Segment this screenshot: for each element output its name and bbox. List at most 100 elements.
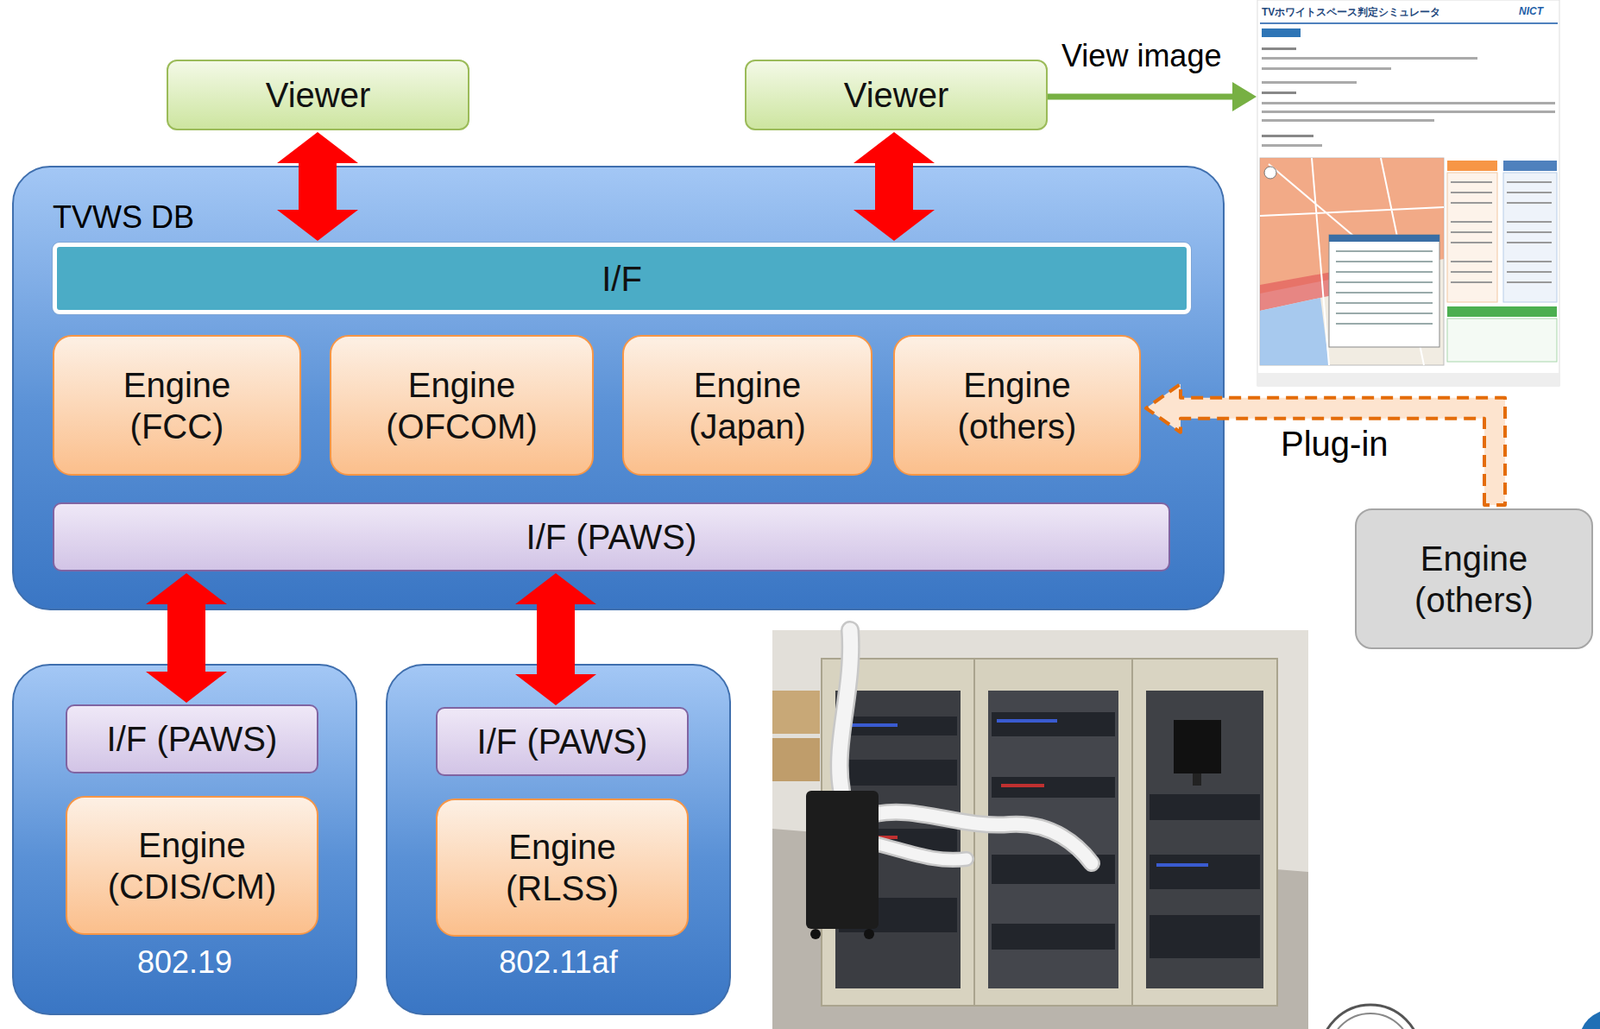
- paws-interface-bar: I/F (PAWS): [52, 502, 1171, 572]
- screenshot-title: TVホワイトスペース判定シミュレータ: [1261, 5, 1441, 20]
- illustration-part: [1450, 241, 1493, 244]
- footer: [1257, 372, 1560, 386]
- box-label: Engine (CDIS/CM): [99, 824, 285, 908]
- double-arrow: [145, 573, 227, 703]
- view-arrow-line: [1047, 94, 1235, 101]
- illustration-part: [991, 923, 1115, 950]
- plugin-arrow: [1146, 384, 1506, 505]
- illustration-part: [1450, 231, 1493, 234]
- text-line: [1261, 81, 1357, 84]
- status-lights: [845, 718, 1209, 867]
- map-control: [1264, 166, 1277, 179]
- illustration-part: [1506, 201, 1552, 204]
- illustration-part: [1450, 260, 1493, 263]
- panel-header: [1447, 306, 1557, 317]
- partner-logo: [1579, 1009, 1600, 1029]
- cardboard-box: [772, 737, 820, 782]
- double-arrow: [515, 573, 597, 706]
- illustration-part: [996, 718, 1058, 723]
- double-arrow: [853, 132, 935, 241]
- map-road: [1259, 157, 1444, 366]
- engine-box: Engine (CDIS/CM): [65, 795, 319, 935]
- illustration-part: [1335, 270, 1433, 273]
- system-container: 802.11af I/F (PAWS) Engine (RLSS): [385, 663, 731, 1015]
- illustration-part: [838, 716, 958, 736]
- paws-interface-box: I/F (PAWS): [65, 704, 319, 774]
- engine-box: Engine (Japan): [622, 334, 873, 476]
- illustration-part: [1156, 862, 1209, 867]
- box-label: I/F (PAWS): [107, 718, 278, 760]
- panel: [1503, 172, 1557, 303]
- monitor-stand: [1192, 773, 1202, 786]
- engine-box: Engine (FCC): [52, 334, 302, 476]
- box-label: Engine (RLSS): [469, 825, 656, 909]
- illustration-part: [1335, 291, 1433, 294]
- map: [1259, 157, 1444, 366]
- rack-interior: [1146, 690, 1264, 989]
- hose-outline: [839, 629, 851, 791]
- illustration-part: [1450, 191, 1493, 194]
- box-label: Engine (others): [1381, 537, 1568, 621]
- illustration-part: [1506, 181, 1552, 183]
- university-logo: [1329, 1013, 1412, 1029]
- illustration-part: [1450, 270, 1493, 273]
- arrow-label: View image: [1061, 37, 1222, 75]
- rack-equipment: [838, 711, 1260, 958]
- cardboard-box: [772, 690, 820, 734]
- box-label: Viewer: [265, 74, 372, 116]
- text-line: [1261, 119, 1435, 122]
- interface-bar: I/F: [52, 242, 1191, 315]
- panel-header: [1503, 160, 1557, 171]
- container-title: 802.11af: [387, 943, 730, 981]
- logo-text: NICT: [1518, 5, 1544, 18]
- container-title: TVWS DB: [52, 198, 195, 236]
- box-label: I/F: [601, 258, 643, 300]
- illustration-part: [1335, 260, 1433, 263]
- illustration-part: [1506, 191, 1552, 194]
- monitor: [1173, 719, 1222, 774]
- double-arrow: [277, 132, 359, 241]
- text-line: [1261, 101, 1556, 105]
- illustration-part: [1335, 281, 1433, 284]
- wheel: [810, 928, 821, 939]
- illustration-part: [1506, 231, 1552, 234]
- illustration-part: [1450, 281, 1493, 284]
- illustration-part: [991, 711, 1115, 737]
- wheel: [863, 928, 875, 939]
- illustration-part: [1450, 181, 1493, 183]
- illustration-part: [1149, 854, 1260, 889]
- wall: [772, 629, 1309, 1029]
- map-region: [1259, 297, 1330, 366]
- engine-box: Engine (RLSS): [435, 798, 689, 937]
- illustration-part: [1506, 260, 1552, 263]
- illustration-part: [1001, 783, 1045, 788]
- box-label: Engine (OFCOM): [369, 364, 555, 448]
- server-room-photo: [772, 629, 1309, 1029]
- paws-interface-box: I/F (PAWS): [435, 706, 689, 776]
- text-line: [1261, 56, 1478, 60]
- illustration-part: [1335, 322, 1433, 325]
- system-container: 802.19 I/F (PAWS) Engine (CDIS/CM): [12, 663, 358, 1015]
- university-logo: [1320, 1004, 1421, 1029]
- box-label: I/F (PAWS): [477, 720, 649, 763]
- illustration-part: [838, 759, 958, 786]
- illustration-part: [1506, 220, 1552, 223]
- box-label: I/F (PAWS): [526, 516, 698, 558]
- container-title: 802.19: [13, 943, 356, 981]
- illustration-part: [1450, 220, 1493, 223]
- hose-outline: [867, 841, 967, 860]
- hose: [839, 629, 851, 791]
- popup: [1329, 234, 1440, 347]
- panel-header: [1447, 160, 1498, 171]
- simulator-screenshot: [1257, 0, 1560, 386]
- viewer-box: Viewer: [166, 59, 470, 131]
- header-rule: [1259, 22, 1558, 25]
- engine-box: Engine (OFCOM): [329, 334, 594, 476]
- illustration-part: [1335, 302, 1433, 304]
- illustration-part: [845, 723, 898, 727]
- popup-header: [1329, 234, 1440, 242]
- portable-cooler: [806, 790, 879, 929]
- illustration-part: [1506, 281, 1552, 284]
- text-line: [1261, 91, 1297, 95]
